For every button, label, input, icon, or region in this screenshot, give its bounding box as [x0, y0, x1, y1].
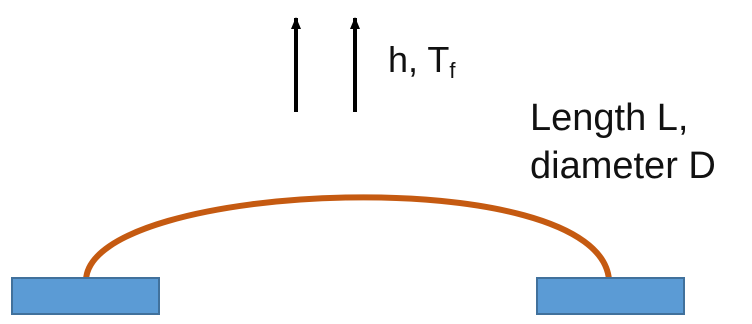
wire-length-label: Length L,: [530, 97, 689, 139]
convection-label: h, Tf: [388, 39, 456, 83]
left-support-block: [11, 277, 160, 315]
convection-label-subscript: f: [449, 58, 456, 83]
wire-diameter-label: diameter D: [530, 145, 716, 187]
convection-label-main: h, T: [388, 39, 450, 80]
wire-dimensions-label: Length L, diameter D: [530, 94, 716, 190]
wire-arc: [83, 194, 612, 283]
right-support-block: [536, 277, 685, 315]
